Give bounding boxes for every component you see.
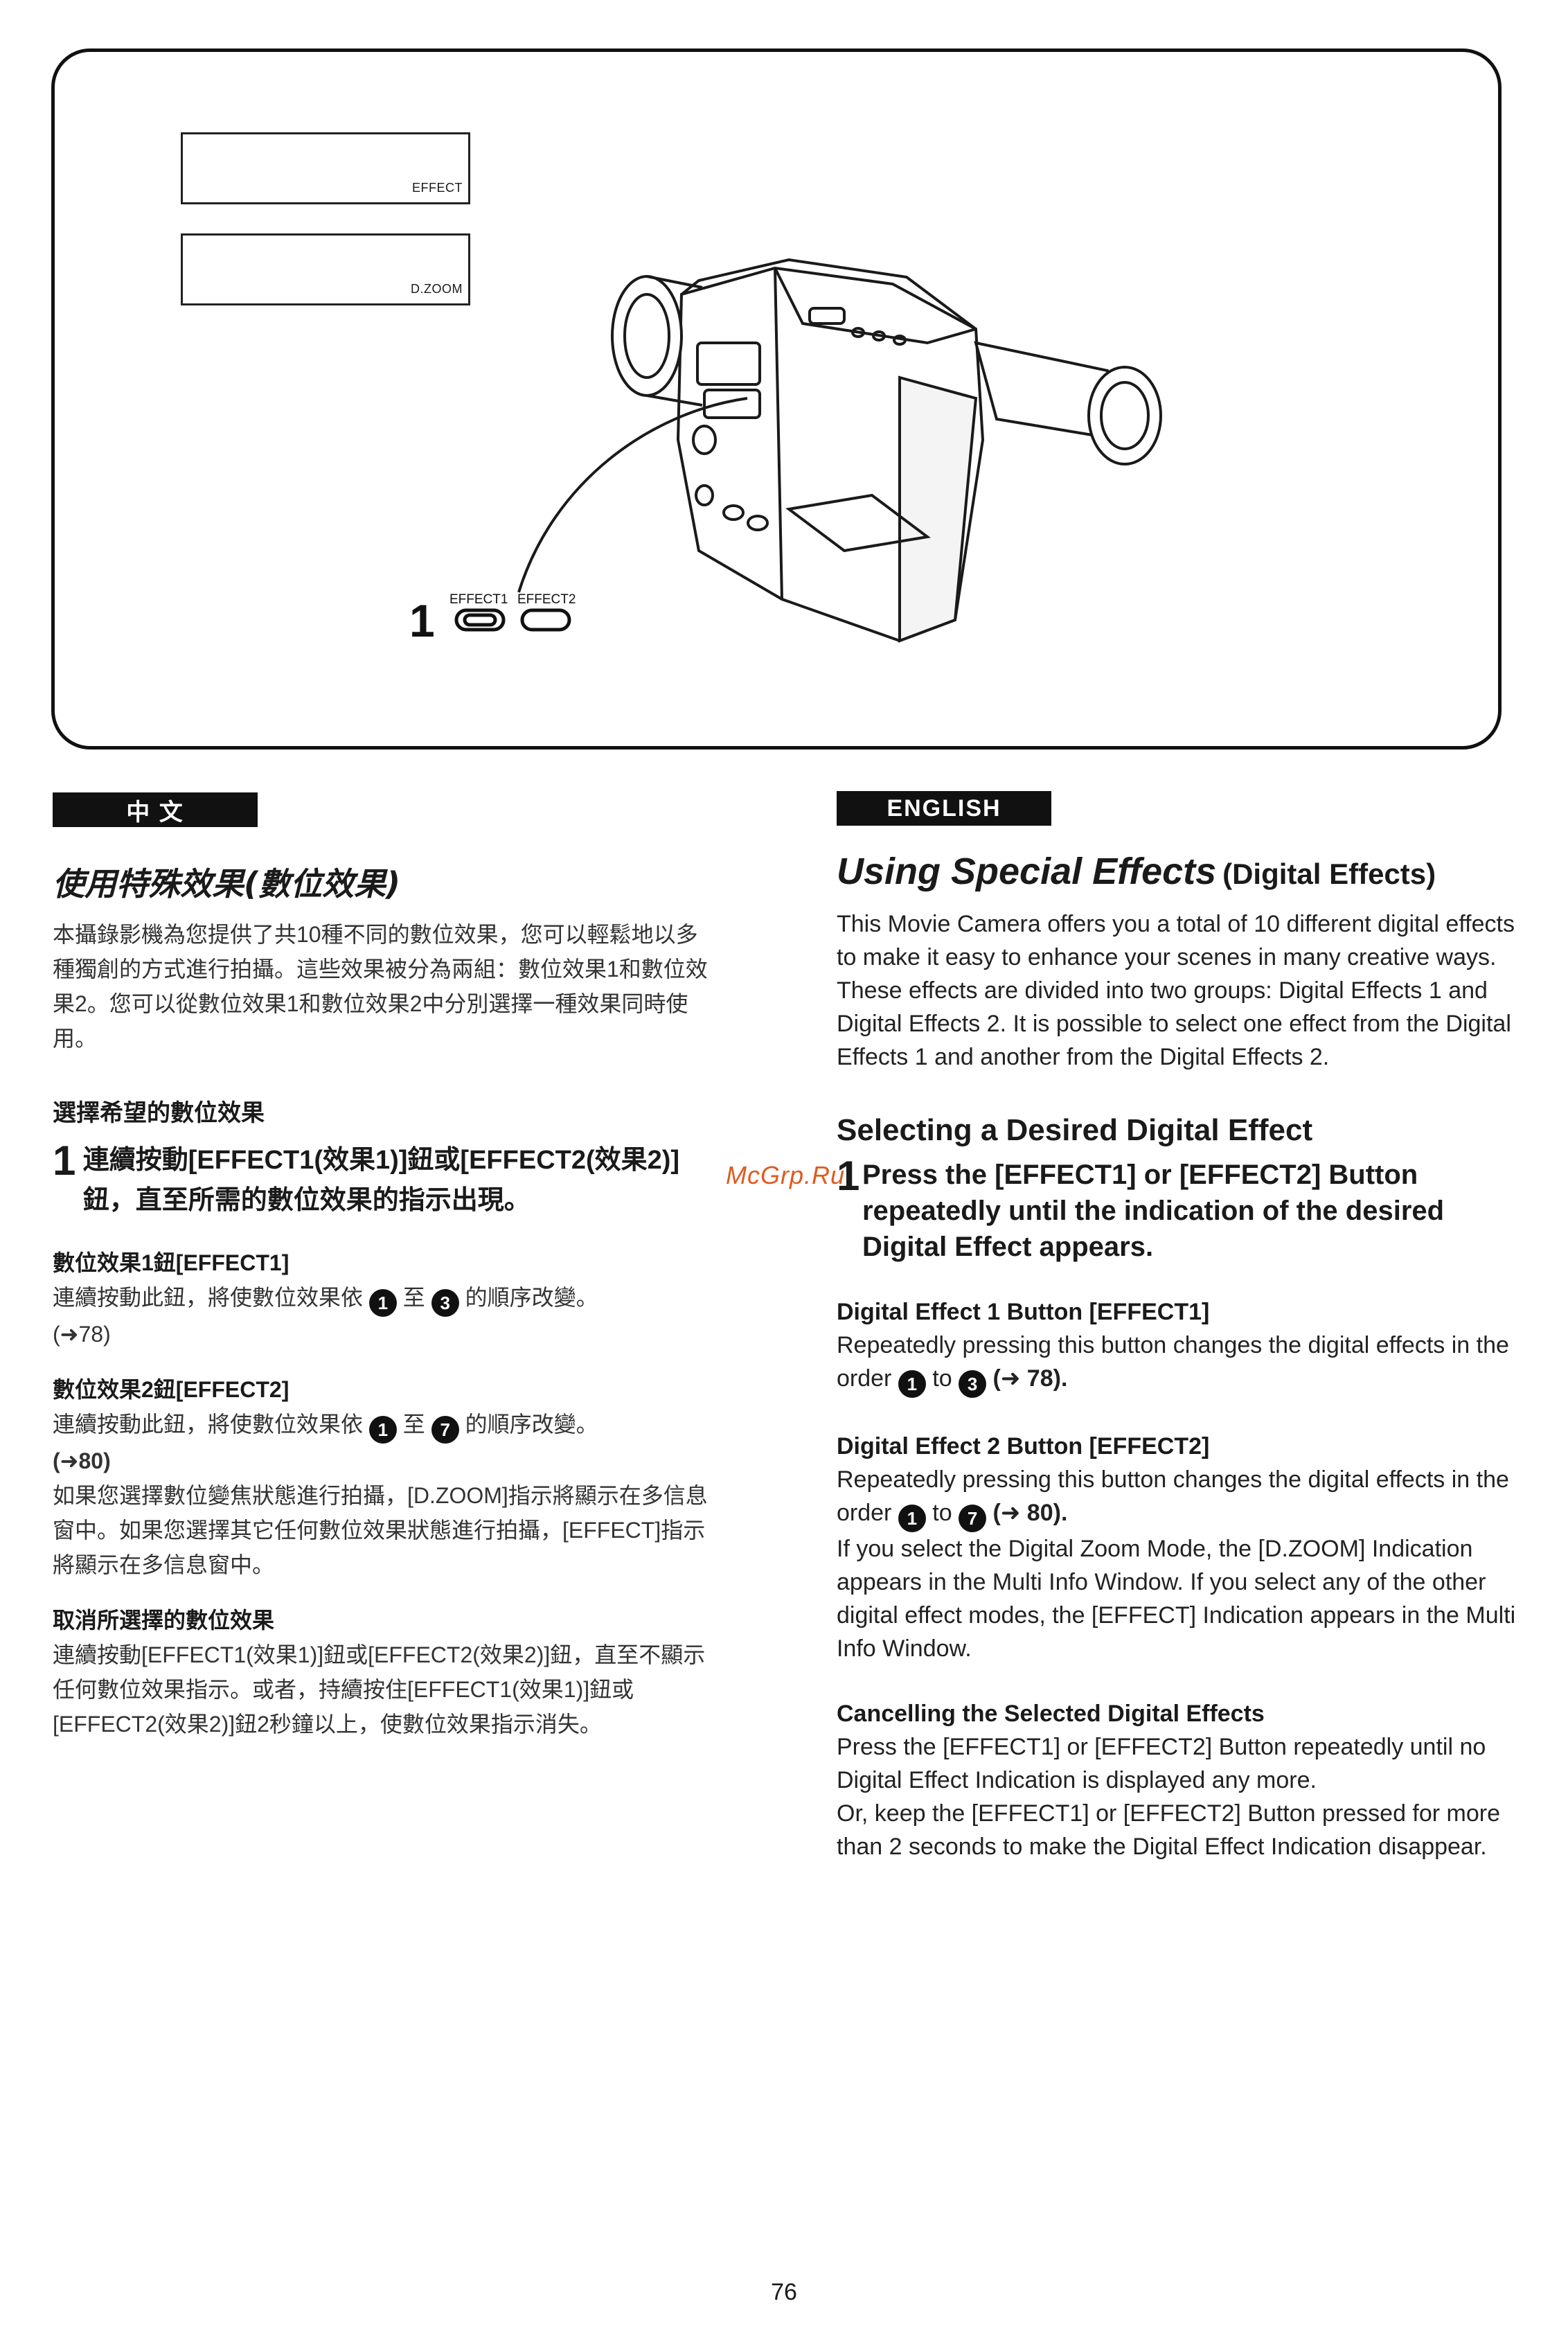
en-effect2-note: If you select the Digital Zoom Mode, the… [837, 1536, 1516, 1662]
en-title-sub: (Digital Effects) [1222, 858, 1436, 890]
chinese-section-tab: 中 文 [53, 792, 258, 827]
lcd-effect-indicator: EFFECT [181, 132, 470, 204]
en-effect2-heading: Digital Effect 2 Button [EFFECT2] [837, 1433, 1210, 1460]
en-cancel-text-1: Press the [EFFECT1] or [EFFECT2] Button … [837, 1734, 1486, 1793]
zh-effect2-text: 連續按動此鈕，將使數位效果依 1 至 7 的順序改變。 (➜80) [53, 1412, 598, 1473]
en-effect1-heading: Digital Effect 1 Button [EFFECT1] [837, 1299, 1210, 1325]
english-tab-label: ENGLISH [887, 795, 1001, 822]
circled-number: 1 [368, 1416, 397, 1444]
zh-select-heading: 選擇希望的數位效果 [53, 1100, 265, 1126]
english-column: Using Special Effects (Digital Effects) … [837, 849, 1529, 1863]
circled-number: 7 [959, 1505, 987, 1532]
zh-effect1-heading: 數位效果1鈕[EFFECT1] [53, 1250, 289, 1275]
en-effect2-text: Repeatedly pressing this button changes … [837, 1463, 1529, 1532]
camcorder-illustration: 1 EFFECT1 EFFECT2 [409, 258, 1162, 646]
zh-effect1-ref: (➜78) [53, 1322, 111, 1347]
lcd-effect-label: EFFECT [412, 181, 463, 195]
en-step-number: 1 [837, 1153, 860, 1199]
zh-effect1-text: 連續按動此鈕，將使數位效果依 1 至 3 的順序改變。 (➜78) [53, 1285, 598, 1347]
circled-number: 1 [898, 1370, 926, 1398]
zh-step-text: 連續按動[EFFECT1(效果1)]鈕或[EFFECT2(效果2)]鈕，直至所需… [82, 1146, 680, 1215]
en-select-heading: Selecting a Desired Digital Effect [837, 1113, 1313, 1147]
zh-step-1: 1 連續按動[EFFECT1(效果1)]鈕或[EFFECT2(效果2)]鈕，直至… [53, 1140, 718, 1221]
chinese-column: 使用特殊效果(數位效果) 本攝錄影機為您提供了共10種不同的數位效果，您可以輕鬆… [53, 859, 718, 1741]
en-step-text: Press the [EFFECT1] or [EFFECT2] Button … [862, 1160, 1445, 1262]
page-number: 76 [771, 2279, 797, 2305]
en-effect1-text: Repeatedly pressing this button changes … [837, 1329, 1529, 1398]
zh-effect2-note: 如果您選擇數位變焦狀態進行拍攝，[D.ZOOM]指示將顯示在多信息窗中。如果您選… [53, 1483, 708, 1577]
lcd-dzoom-indicator: D.ZOOM [181, 233, 470, 305]
lcd-dzoom-label: D.ZOOM [411, 282, 463, 296]
en-title-main: Using Special Effects [837, 851, 1217, 892]
en-effect1-ref: (➜ 78). [992, 1365, 1068, 1392]
en-step-1: 1 Press the [EFFECT1] or [EFFECT2] Butto… [837, 1153, 1529, 1265]
zh-page-title: 使用特殊效果(數位效果) [53, 865, 401, 903]
circled-number: 1 [898, 1505, 926, 1532]
zh-cancel-text: 連續按動[EFFECT1(效果1)]鈕或[EFFECT2(效果2)]鈕，直至不顯… [53, 1642, 706, 1737]
illustration-frame: EFFECT D.ZOOM [51, 48, 1502, 749]
effect1-button-label: EFFECT1 [449, 592, 508, 607]
callout-step-number: 1 [409, 595, 435, 646]
zh-effect2-heading: 數位效果2鈕[EFFECT2] [53, 1377, 289, 1402]
circled-number: 3 [431, 1289, 459, 1317]
en-effect2-ref: (➜ 80). [992, 1500, 1068, 1526]
zh-effect2-ref: (➜80) [53, 1448, 111, 1473]
zh-step-number: 1 [53, 1137, 76, 1184]
circled-number: 7 [431, 1416, 459, 1444]
english-section-tab: ENGLISH [837, 791, 1051, 826]
circled-number: 1 [368, 1289, 397, 1317]
en-cancel-heading: Cancelling the Selected Digital Effects [837, 1701, 1265, 1727]
watermark: McGrp.Ru [726, 1161, 846, 1189]
zh-cancel-heading: 取消所選擇的數位效果 [53, 1608, 275, 1633]
chinese-tab-label: 中 文 [126, 799, 184, 826]
effect2-button-label: EFFECT2 [517, 592, 576, 607]
en-page-title: Using Special Effects (Digital Effects) [837, 849, 1529, 899]
en-intro: This Movie Camera offers you a total of … [837, 911, 1515, 1070]
en-cancel-text-2: Or, keep the [EFFECT1] or [EFFECT2] Butt… [837, 1800, 1501, 1860]
circled-number: 3 [959, 1370, 987, 1398]
zh-intro: 本攝錄影機為您提供了共10種不同的數位效果，您可以輕鬆地以多種獨創的方式進行拍攝… [53, 922, 708, 1051]
